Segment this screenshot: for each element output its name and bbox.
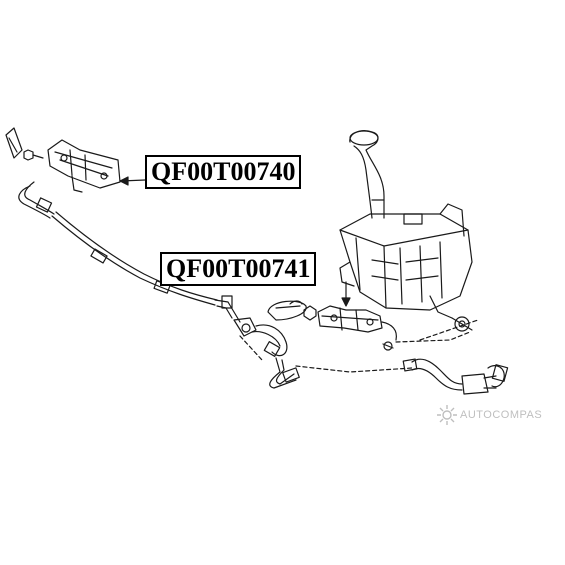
- washer-pump-icon: [451, 316, 473, 332]
- fastener-icon: [303, 305, 317, 321]
- lower-nozzle-part: [317, 305, 397, 341]
- part-number-label-upper: QF00T00740: [145, 155, 302, 189]
- upper-nozzle-part: [47, 139, 121, 193]
- right-hose: [402, 358, 509, 395]
- bolt-icon: [23, 149, 44, 161]
- grommet-icon: [382, 341, 394, 351]
- dashed-connections: [239, 319, 479, 373]
- right-nozzle-cover: [267, 300, 307, 321]
- washer-reservoir-icon: [339, 130, 473, 319]
- left-nozzle-cover: [5, 127, 23, 159]
- upper-label-arrow: [119, 176, 146, 186]
- autocompas-logo-icon: [437, 405, 457, 425]
- part-number-label-lower: QF00T00741: [160, 252, 317, 286]
- lower-label-arrow: [341, 281, 351, 307]
- hose-joint: [233, 317, 300, 389]
- watermark-text: AUTOCOMPAS: [460, 409, 543, 421]
- watermark: AUTOCOMPAS: [436, 404, 542, 426]
- left-hose: [18, 181, 241, 323]
